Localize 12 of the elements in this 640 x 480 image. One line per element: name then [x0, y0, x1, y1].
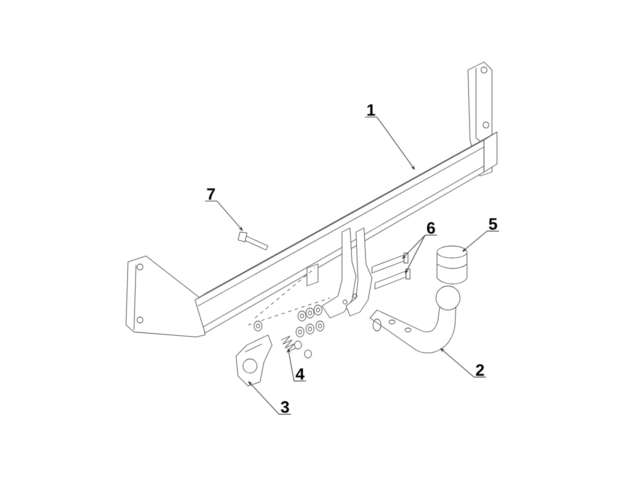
leader-line: [462, 230, 500, 252]
callout-number: 6: [427, 222, 435, 234]
callout-number: 4: [296, 368, 304, 380]
callout-number: 3: [280, 401, 289, 413]
leader-line: [440, 348, 486, 378]
leader-line: [248, 381, 292, 415]
callout-number: 2: [476, 364, 484, 376]
callout-number: 7: [207, 188, 215, 200]
leader-line: [204, 200, 243, 231]
callout-number: 5: [488, 218, 498, 230]
leader-line: [364, 116, 415, 170]
callout-number: 1: [367, 104, 376, 116]
